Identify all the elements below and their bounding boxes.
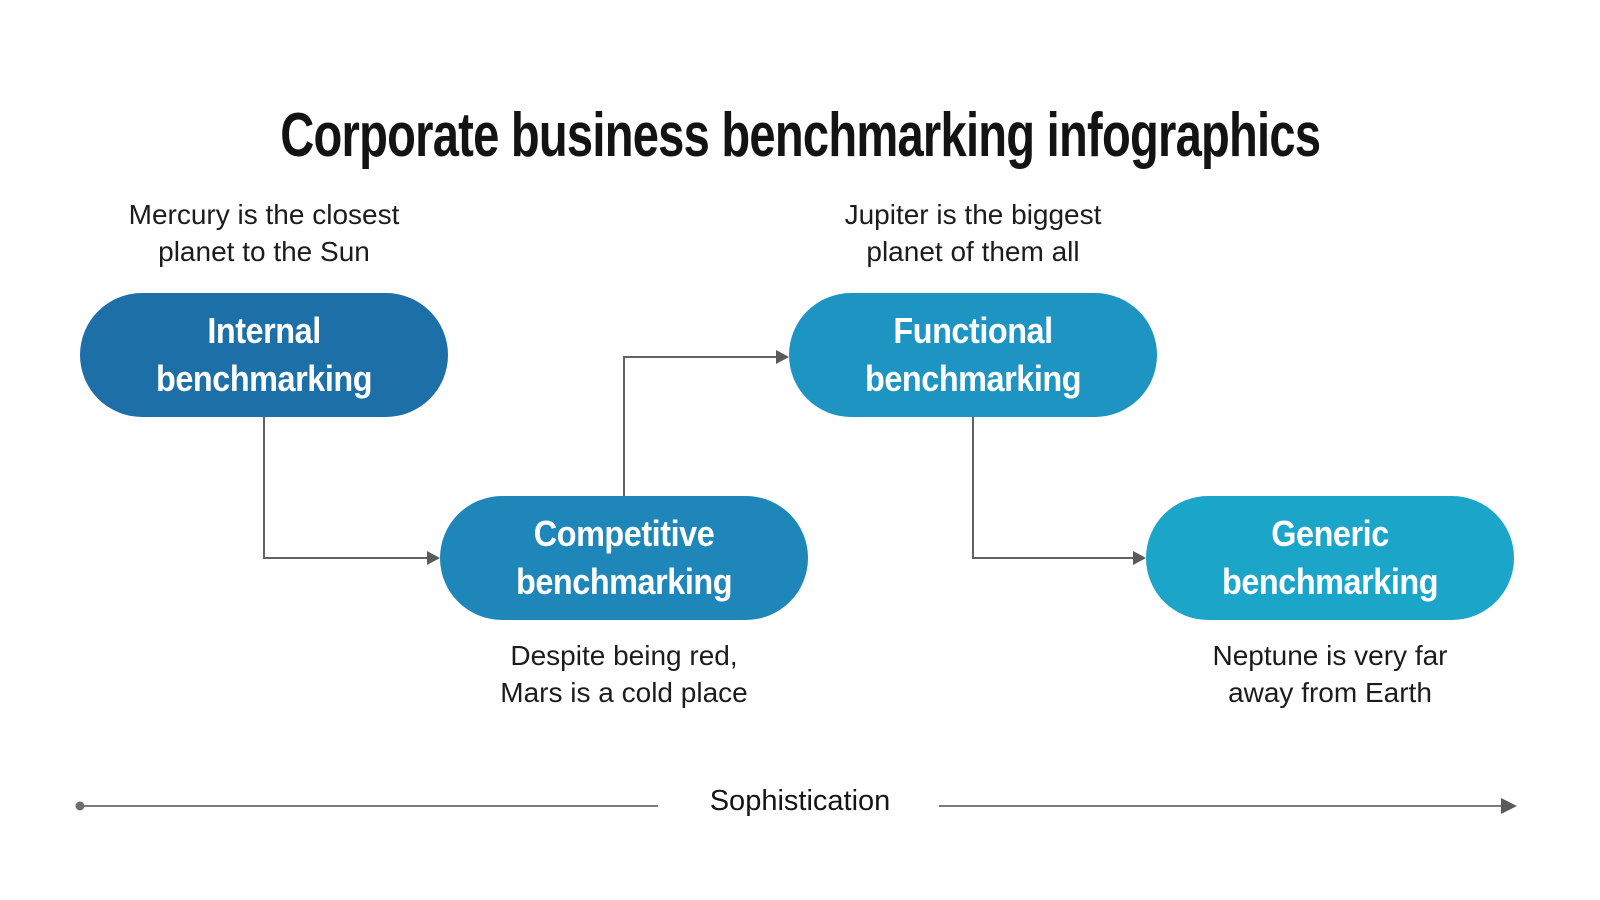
node-functional-benchmarking: Functional benchmarking <box>789 293 1157 417</box>
caption-functional-line1: Jupiter is the biggest <box>844 199 1102 230</box>
caption-internal-line1: Mercury is the closest <box>128 199 400 230</box>
node-internal-label: Internal benchmarking <box>155 310 373 399</box>
connector-functional-to-generic <box>972 417 1134 559</box>
caption-internal-line2: planet to the Sun <box>158 235 370 267</box>
node-internal-benchmarking: Internal benchmarking <box>80 293 448 417</box>
caption-internal: Mercury is the closest planet to the Sun <box>34 197 494 271</box>
axis-arrowhead <box>1501 798 1517 814</box>
caption-competitive-line2: Mars is a cold place <box>500 676 748 708</box>
caption-generic: Neptune is very far away from Earth <box>1100 638 1560 712</box>
caption-functional: Jupiter is the biggest planet of them al… <box>743 197 1203 271</box>
caption-competitive-line1: Despite being red, <box>510 640 738 671</box>
axis-label: Sophistication <box>709 785 891 817</box>
arrowhead-into-competitive <box>427 551 440 565</box>
caption-competitive: Despite being red, Mars is a cold place <box>394 638 854 712</box>
connector-internal-to-competitive <box>263 417 428 559</box>
caption-functional-line2: planet of them all <box>866 235 1080 267</box>
arrowhead-into-functional <box>776 350 789 364</box>
node-competitive-label: Competitive benchmarking <box>515 513 733 602</box>
page-title-text: Corporate business benchmarking infograp… <box>279 100 1321 170</box>
caption-generic-line2: away from Earth <box>1228 676 1432 708</box>
caption-generic-line1: Neptune is very far <box>1212 640 1448 671</box>
axis-start-dot <box>75 801 85 811</box>
node-functional-label: Functional benchmarking <box>864 310 1082 399</box>
node-competitive-benchmarking: Competitive benchmarking <box>440 496 808 620</box>
node-generic-label: Generic benchmarking <box>1221 513 1439 602</box>
node-generic-benchmarking: Generic benchmarking <box>1146 496 1514 620</box>
connector-competitive-to-functional <box>623 356 777 496</box>
page-title: Corporate business benchmarking infograp… <box>0 100 1600 171</box>
arrowhead-into-generic <box>1133 551 1146 565</box>
